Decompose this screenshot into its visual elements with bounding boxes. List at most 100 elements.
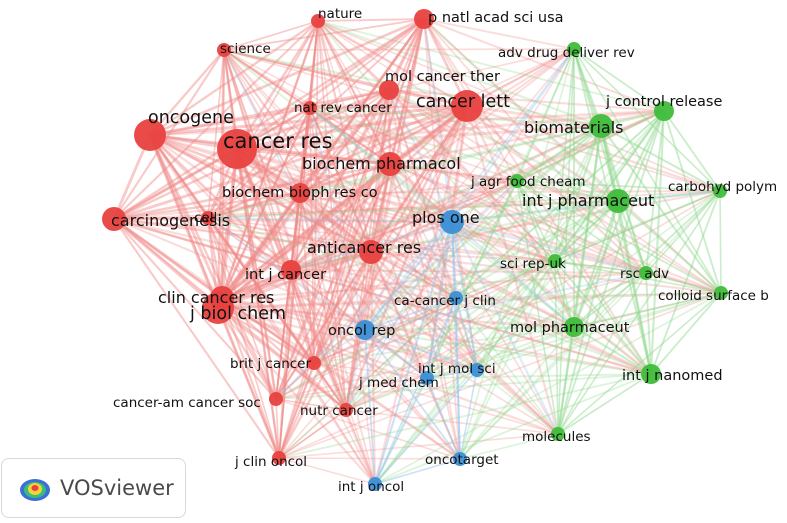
edge-cancerres-britjcancer [235,148,316,364]
edge-cell-advdrugdeliverrev [207,48,575,219]
edge-nature-intjcancer [290,20,319,271]
node-colloidsurfaceb[interactable] [714,286,728,300]
edge-carbohydpolym-scirepuk [554,190,721,262]
edge-intjcancer-jclinoncol [278,269,292,459]
node-carbohydpolym[interactable] [713,184,727,198]
node-biochempharmacol[interactable] [378,152,402,176]
edge-rscadv-oncolrep [364,272,647,331]
node-advdrugdeliverrev[interactable] [567,42,581,56]
node-cell[interactable] [201,211,215,225]
edge-britjcancer-nutrcancer [313,362,347,411]
node-carcinogenesis[interactable] [102,207,126,231]
edge-biochempharmacol-britjcancer [313,163,391,364]
edge-science-intjcancer [223,49,292,271]
edge-colloidsurfaceb-cacancerjclin [455,292,722,299]
edge-biochempharmacol-intjpharmaceut [389,162,619,203]
edge-intjcancer-clincancerres [221,268,292,300]
edge-intjcancer-oncolrep [290,269,366,331]
edge-canceramcancersoc-jclinoncol [275,398,280,459]
node-molcancerther[interactable] [379,80,399,100]
edge-clincancerres-intjnanomed [221,296,652,376]
node-biochembiophres[interactable] [290,183,310,203]
edge-cancerlett-intjcancer [290,105,468,271]
node-scirepuk[interactable] [548,254,562,268]
edge-carcinogenesis-canceramcancersoc [113,218,277,400]
node-biomaterials[interactable] [589,114,613,138]
node-cancerlett[interactable] [451,90,483,122]
node-cancerres[interactable] [217,129,257,169]
edge-cancerlett-oncogene [149,104,468,137]
edge-jbiolchem-jclinoncol [216,307,281,459]
node-pnas[interactable] [414,9,434,29]
edge-natrevcancer-biochembiophres [299,107,311,194]
node-intjcancer[interactable] [281,260,301,280]
node-anticancerres[interactable] [359,240,383,264]
edge-nature-jcontrolrelease [317,20,665,112]
node-cacancerjclin[interactable] [449,291,463,305]
edge-carbohydpolym-cacancerjclin [455,190,721,299]
edge-scirepuk-molecules [554,260,559,435]
edge-biochempharmacol-canceramcancersoc [275,163,391,400]
edge-pnas-jclinoncol [278,18,425,459]
node-jclinoncol[interactable] [272,451,286,465]
edge-biochempharmacol-anticancerres [369,163,392,253]
edge-plosone-oncotarget [450,221,462,460]
node-canceramcancersoc[interactable] [269,392,283,406]
edge-carcinogenesis-intjcancer [113,217,292,272]
edge-molcancerther-biochembiophres [299,89,390,194]
node-britjcancer[interactable] [307,356,321,370]
edge-cancerlett-jbiolchem [217,104,468,310]
edge-natrevcancer-rscadv [309,107,647,274]
node-clincancerres[interactable] [210,286,234,310]
edge-oncogene-intjcancer [149,134,292,271]
node-intjmolsci[interactable] [470,363,484,377]
edge-biomaterials-molpharmaceut [572,125,603,328]
edge-plosone-cacancerjclin [450,221,458,299]
label-carcinogenesis: carcinogenesis [111,211,230,230]
edge-science-oncogene [149,49,225,136]
node-oncogene[interactable] [134,119,166,151]
edge-anticancerres-britjcancer [313,251,372,364]
node-oncotarget[interactable] [453,452,467,466]
node-nature[interactable] [311,14,325,28]
edge-natrevcancer-biochempharmacol [309,107,391,165]
edge-clincancerres-intjpharmaceut [221,199,619,300]
edge-scirepuk-intjoncol [374,260,556,485]
edge-nature-jclinoncol [278,20,319,459]
node-jcontrolrelease[interactable] [654,101,674,121]
edge-canceramcancersoc-oncotarget [275,398,461,460]
node-rscadv[interactable] [639,266,653,280]
node-intjpharmaceut[interactable] [606,189,630,213]
label-biochempharmacol: biochem pharmacol [302,154,461,173]
edge-carbohydpolym-intjnanomed [650,190,721,375]
edge-intjcancer-nutrcancer [290,269,347,411]
label-jagrfoodcheam: j agr food cheam [470,174,586,190]
edge-science-natrevcancer [223,49,311,109]
node-oncolrep[interactable] [355,320,375,340]
node-intjnanomed[interactable] [641,364,661,384]
node-molecules[interactable] [551,427,565,441]
node-plosone[interactable] [440,210,464,234]
edge-biochembiophres-britjcancer [299,192,315,364]
edge-jcontrolrelease-intjoncol [374,110,665,485]
node-molpharmaceut[interactable] [564,317,584,337]
edge-molcancerther-anticancerres [369,89,391,253]
edge-biomaterials-scirepuk [554,125,602,262]
node-intjoncol[interactable] [368,477,382,491]
edge-clincancerres-britjcancer [221,297,315,364]
node-jmedchem[interactable] [420,371,434,385]
node-natrevcancer[interactable] [303,101,317,115]
edge-biochembiophres-carcinogenesis [113,191,301,221]
edge-nature-oncogene [149,20,319,136]
edge-biochembiophres-jmedchem [299,192,428,379]
edge-anticancerres-intjnanomed [370,250,652,376]
node-jagrfoodcheam[interactable] [510,174,524,188]
node-science[interactable] [217,43,231,57]
edge-advdrugdeliverrev-plosone [451,48,575,223]
edge-nutrcancer-molecules [345,409,559,435]
edge-cancerres-molpharmaceut [236,147,575,329]
label-natrevcancer: nat rev cancer [294,100,392,116]
edge-natrevcancer-oncotarget [309,107,461,460]
node-nutrcancer[interactable] [339,403,353,417]
edge-science-molecules [223,49,559,435]
